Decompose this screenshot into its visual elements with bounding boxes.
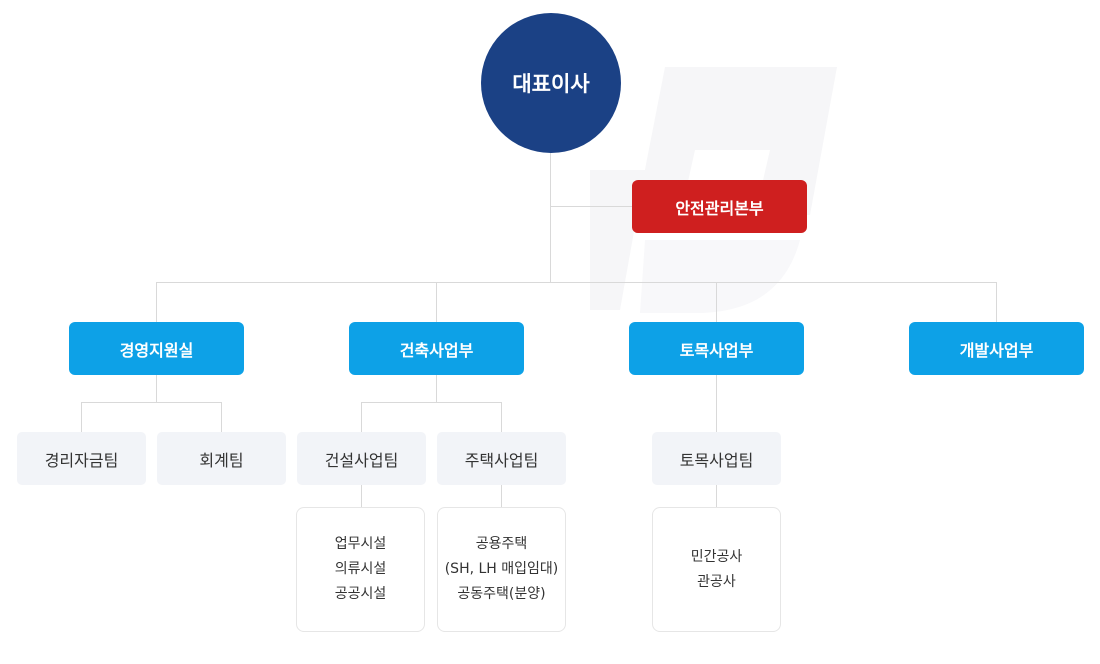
connector-line — [436, 375, 437, 402]
connector-line — [361, 402, 362, 432]
detail-item: 업무시설 — [334, 536, 387, 552]
dept-management-support: 경영지원실 — [69, 322, 244, 375]
ceo-node: 대표이사 — [481, 13, 621, 153]
connector-line — [156, 282, 997, 283]
detail-box-construction: 업무시설 의류시설 공공시설 — [296, 507, 425, 632]
team-civil-business: 토목사업팀 — [652, 432, 781, 485]
connector-line — [81, 402, 222, 403]
detail-box-housing: 공용주택 (SH, LH 매입임대) 공동주택(분양) — [437, 507, 566, 632]
detail-item: 의류시설 — [334, 561, 387, 577]
dept-development: 개발사업부 — [909, 322, 1084, 375]
detail-item: 공동주택(분양) — [457, 586, 546, 602]
connector-line — [156, 375, 157, 402]
connector-line — [361, 485, 362, 507]
safety-headquarters-node: 안전관리본부 — [632, 180, 807, 233]
connector-line — [716, 282, 717, 322]
detail-item: (SH, LH 매입임대) — [444, 561, 559, 577]
connector-line — [361, 402, 502, 403]
watermark-logo — [590, 67, 837, 313]
detail-item: 민간공사 — [690, 548, 743, 565]
connector-line — [501, 485, 502, 507]
team-accounting-funds: 경리자금팀 — [17, 432, 146, 485]
connector-line — [716, 485, 717, 507]
dept-architecture: 건축사업부 — [349, 322, 524, 375]
dept-civil-engineering: 토목사업부 — [629, 322, 804, 375]
team-construction-business: 건설사업팀 — [297, 432, 426, 485]
connector-line — [550, 153, 551, 283]
detail-item: 공용주택 — [475, 536, 528, 552]
connector-line — [221, 402, 222, 432]
connector-line — [436, 282, 437, 322]
detail-item: 관공사 — [697, 573, 736, 590]
team-accounting: 회계팀 — [157, 432, 286, 485]
connector-line — [501, 402, 502, 432]
connector-line — [81, 402, 82, 432]
connector-line — [550, 206, 632, 207]
connector-line — [156, 282, 157, 322]
connector-line — [996, 282, 997, 322]
detail-item: 공공시설 — [334, 586, 387, 602]
team-housing-business: 주택사업팀 — [437, 432, 566, 485]
connector-line — [716, 375, 717, 432]
detail-box-civil: 민간공사 관공사 — [652, 507, 781, 632]
